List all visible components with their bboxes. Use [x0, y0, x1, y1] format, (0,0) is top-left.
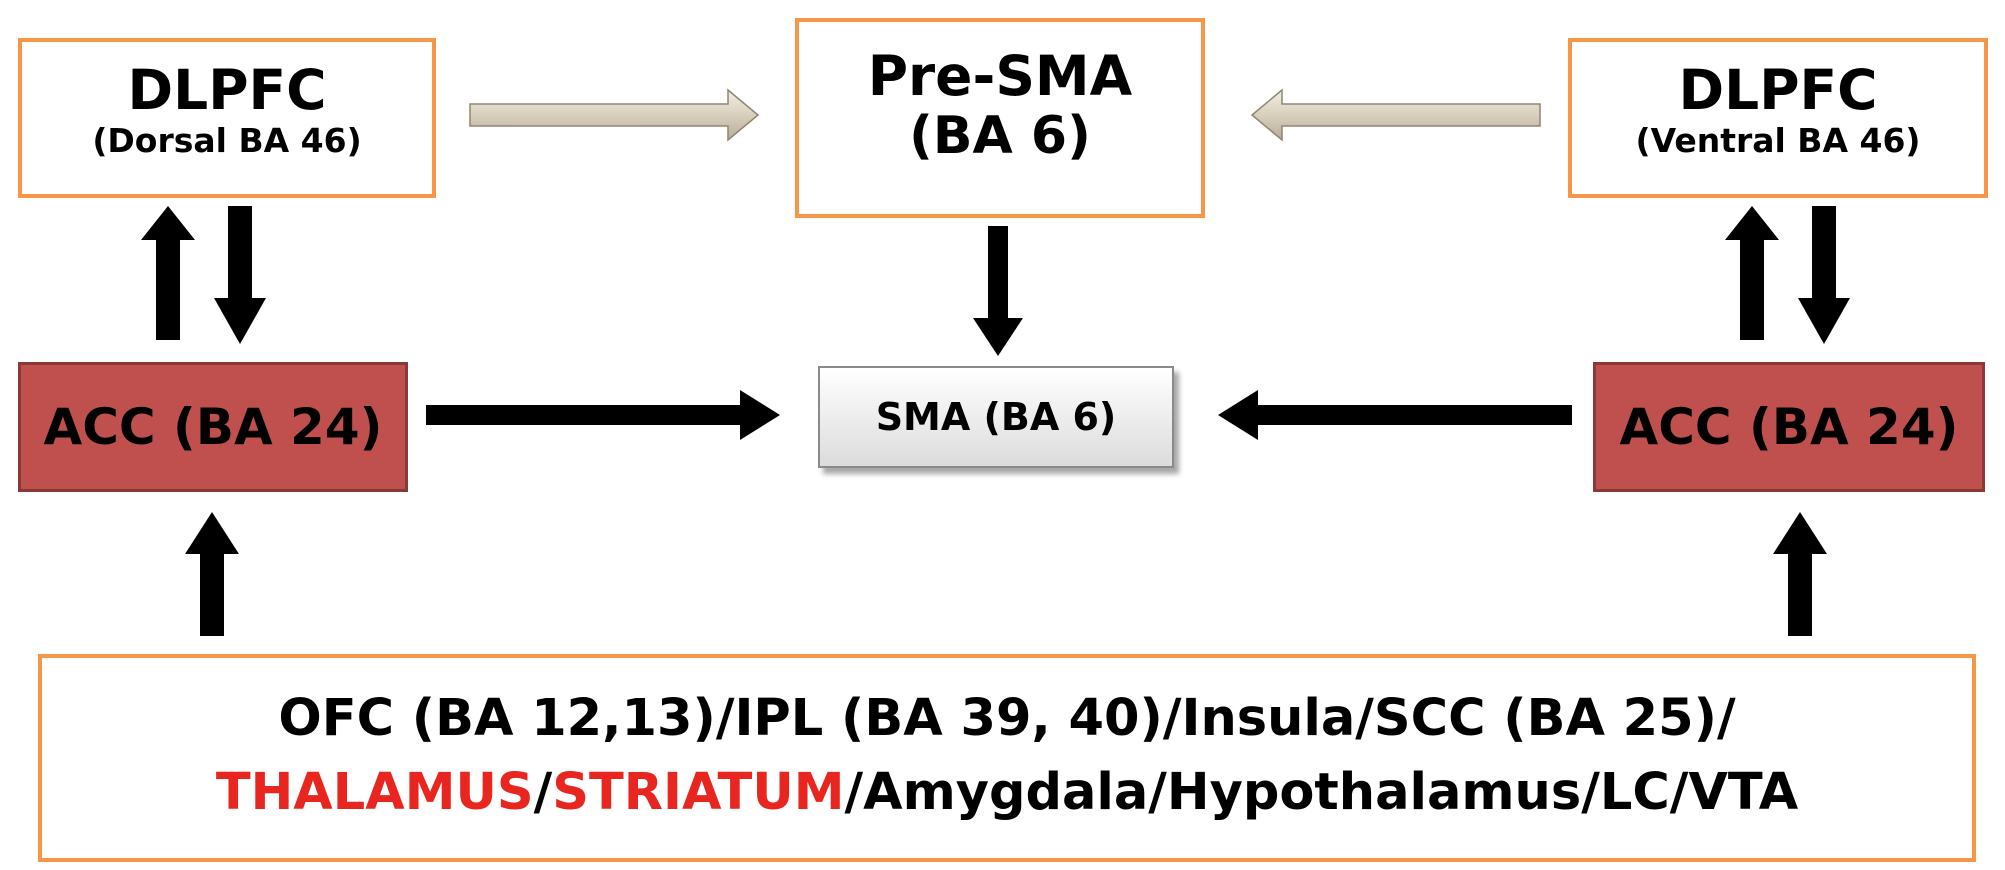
- dlpfc-right-subtitle: (Ventral BA 46): [1635, 120, 1921, 160]
- bottom-line-2: THALAMUS/STRIATUM/Amygdala/Hypothalamus/…: [42, 756, 1972, 830]
- arrow-dlpfc-right-to-presma: [1250, 88, 1541, 142]
- arrow-acc-right-to-sma: [1218, 390, 1572, 440]
- presma-box: Pre-SMA (BA 6): [795, 18, 1205, 218]
- arrow-dlpfc-left-to-presma: [469, 88, 760, 142]
- thalamus-label: THALAMUS: [215, 762, 534, 822]
- arrow-dlpfc-left-down: [214, 206, 266, 344]
- dlpfc-right-box: DLPFC (Ventral BA 46): [1568, 38, 1988, 198]
- arrow-bottom-to-acc-right: [1773, 512, 1827, 636]
- presma-title: Pre-SMA: [867, 44, 1133, 108]
- acc-right-label: ACC (BA 24): [1619, 398, 1959, 456]
- sma-box: SMA (BA 6): [818, 366, 1174, 468]
- acc-left-label: ACC (BA 24): [43, 398, 383, 456]
- bottom-regions-box: OFC (BA 12,13)/IPL (BA 39, 40)/Insula/SC…: [38, 654, 1976, 862]
- dlpfc-right-title: DLPFC: [1678, 58, 1878, 122]
- striatum-label: STRIATUM: [552, 762, 845, 822]
- separator-slash: /: [533, 762, 553, 822]
- arrow-dlpfc-right-down: [1798, 206, 1850, 344]
- acc-left-box: ACC (BA 24): [18, 362, 408, 492]
- dlpfc-left-box: DLPFC (Dorsal BA 46): [18, 38, 436, 198]
- dlpfc-left-subtitle: (Dorsal BA 46): [92, 120, 362, 160]
- sma-label: SMA (BA 6): [875, 395, 1117, 439]
- arrow-acc-left-to-sma: [426, 390, 780, 440]
- arrow-presma-to-sma: [973, 226, 1023, 356]
- arrow-bottom-to-acc-left: [185, 512, 239, 636]
- dlpfc-left-title: DLPFC: [127, 58, 327, 122]
- bottom-line-1: OFC (BA 12,13)/IPL (BA 39, 40)/Insula/SC…: [278, 689, 1736, 748]
- arrow-acc-right-up: [1725, 206, 1779, 340]
- acc-right-box: ACC (BA 24): [1593, 362, 1985, 492]
- other-regions-label: /Amygdala/Hypothalamus/LC/VTA: [844, 762, 1799, 822]
- arrow-acc-left-up: [141, 206, 195, 340]
- presma-subtitle: (BA 6): [909, 105, 1091, 166]
